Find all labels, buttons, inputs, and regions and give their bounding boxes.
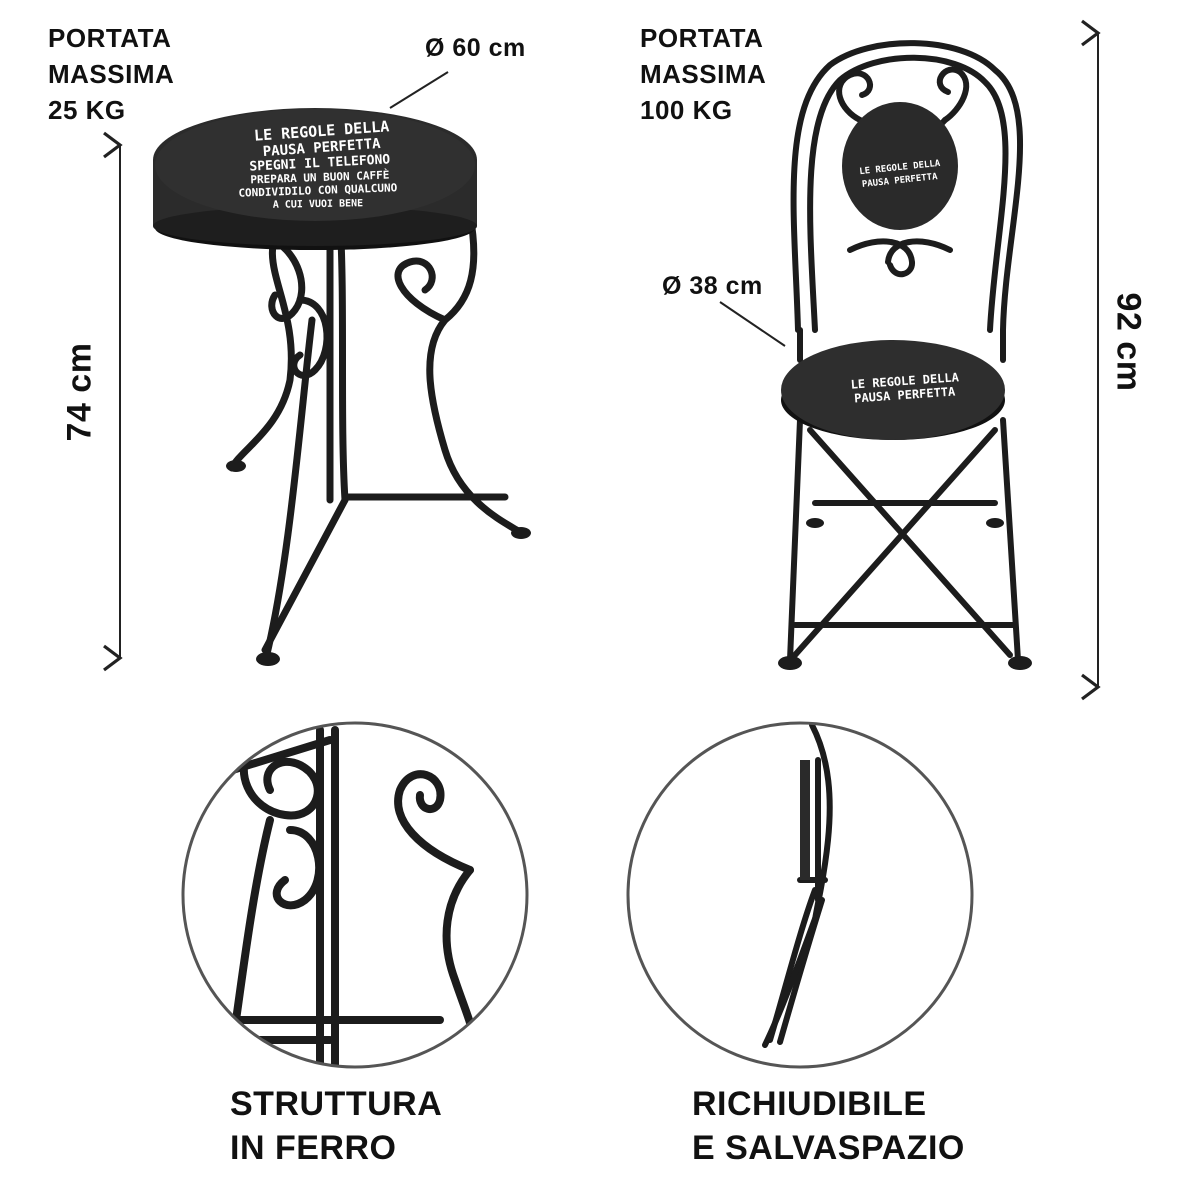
feature-folding-line-1: RICHIUDIBILE [692,1085,927,1123]
dimension-lines [103,19,1101,701]
table-capacity-line-3: 25 KG [48,95,126,125]
table-capacity-line-1: PORTATA [48,23,172,53]
chair-capacity-line-1: PORTATA [640,23,764,53]
chair-capacity-line-3: 100 KG [640,95,733,125]
feature-structure-line-1: STRUTTURA [230,1085,443,1123]
table-top [153,108,477,250]
chair-capacity-line-2: MASSIMA [640,59,767,89]
feature-folding-line-2: E SALVASPAZIO [692,1129,965,1167]
table-capacity-line-2: MASSIMA [48,59,175,89]
chair-feet [778,518,1032,670]
table-capacity-label: PORTATA MASSIMA 25 KG [48,20,174,128]
feature-caption-folding: RICHIUDIBILE E SALVASPAZIO [692,1082,965,1170]
detail-circle-structure [181,721,529,1069]
chair-capacity-label: PORTATA MASSIMA 100 KG [640,20,766,128]
feature-caption-structure: STRUTTURA IN FERRO [230,1082,442,1170]
table-diameter-label: Ø 60 cm [425,34,526,62]
table-height-label: 74 cm [60,342,99,442]
chair-seat [781,340,1005,440]
table-drawing [226,211,531,666]
feature-structure-line-2: IN FERRO [230,1129,397,1167]
chair-height-label: 92 cm [1109,292,1148,392]
chair-back-medallion [842,102,958,230]
detail-circle-folded [626,721,974,1069]
chair-diameter-label: Ø 38 cm [662,272,763,300]
